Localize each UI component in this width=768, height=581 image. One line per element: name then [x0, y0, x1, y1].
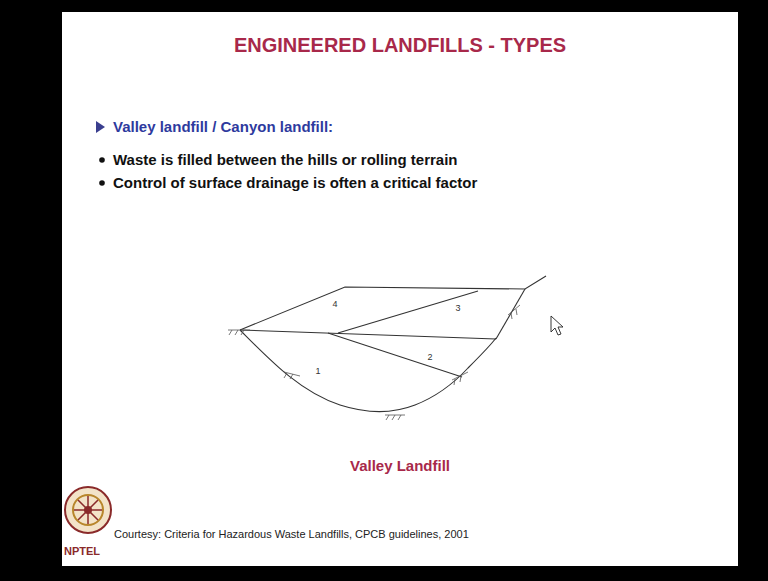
- cell-number: 2: [427, 352, 432, 362]
- cell-number: 1: [315, 366, 320, 376]
- bullet-text: Control of surface drainage is often a c…: [113, 174, 477, 191]
- dot-bullet: [99, 157, 105, 163]
- cell-divider: [338, 291, 478, 333]
- logo-text: NPTEL: [64, 545, 100, 558]
- mouse-cursor: [551, 316, 563, 335]
- cell-number: 3: [455, 303, 460, 313]
- figure-caption: Valley Landfill: [350, 457, 450, 474]
- ground-hatch: [228, 305, 520, 420]
- right-slope: [496, 289, 525, 339]
- cell-divider: [328, 333, 462, 377]
- lift-line: [240, 330, 496, 339]
- fill-top: [240, 276, 546, 330]
- valley-profile: [240, 330, 496, 411]
- bullet-text: Waste is filled between the hills or rol…: [113, 151, 458, 168]
- bullet-heading: Valley landfill / Canyon landfill:: [113, 118, 333, 135]
- arrow-bullet: [96, 121, 105, 133]
- cell-number: 4: [332, 299, 337, 309]
- valley-landfill-drawing: [240, 276, 546, 411]
- dot-bullet: [99, 180, 105, 186]
- slide-background: [62, 12, 738, 566]
- courtesy-note: Courtesy: Criteria for Hazardous Waste L…: [114, 528, 469, 541]
- nptel-logo: [65, 487, 111, 533]
- slide-title: ENGINEERED LANDFILLS - TYPES: [234, 34, 566, 57]
